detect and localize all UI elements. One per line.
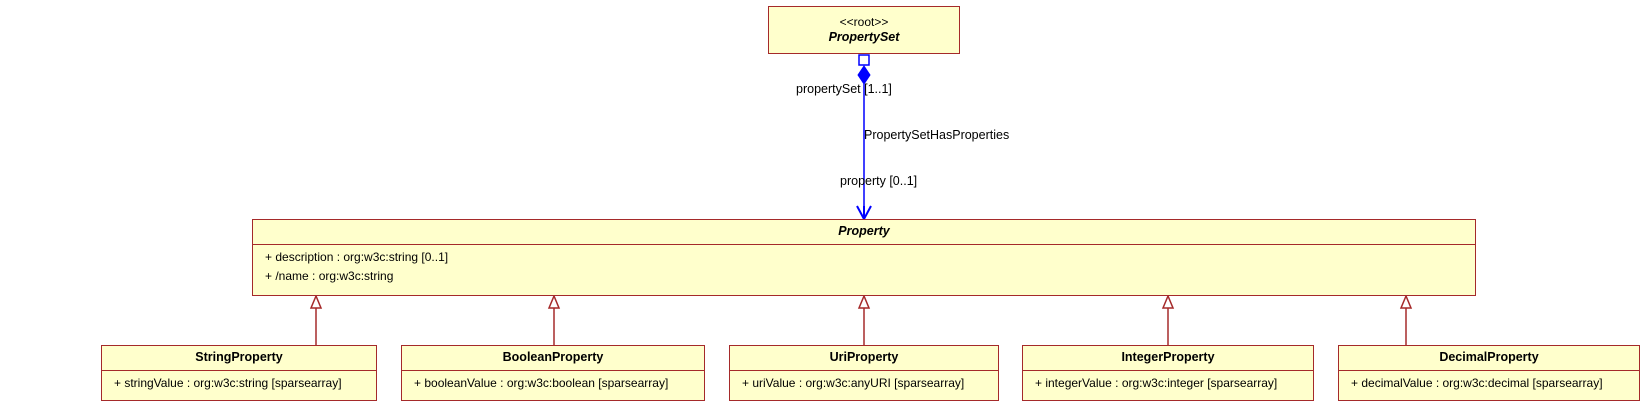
attribute-compartment: + description : org:w3c:string [0..1] + … bbox=[253, 244, 1475, 286]
generalization-triangle-integer bbox=[1161, 294, 1175, 309]
attribute-row: + description : org:w3c:string [0..1] bbox=[265, 250, 449, 264]
class-name: Property bbox=[838, 224, 890, 238]
attribute-compartment: + stringValue : org:w3c:string [sparsear… bbox=[102, 370, 376, 393]
association-port-square bbox=[858, 54, 870, 66]
class-name: IntegerProperty bbox=[1121, 350, 1215, 364]
attribute-row: + /name : org:w3c:string bbox=[265, 269, 394, 283]
class-booleanproperty[interactable]: BooleanProperty + booleanValue : org:w3c… bbox=[401, 345, 705, 401]
class-stringproperty[interactable]: StringProperty + stringValue : org:w3c:s… bbox=[101, 345, 377, 401]
attribute-compartment: + integerValue : org:w3c:integer [sparse… bbox=[1023, 370, 1313, 393]
class-stereotype: <<root>> bbox=[839, 15, 889, 29]
association-name: PropertySetHasProperties bbox=[864, 128, 1010, 142]
attribute-compartment: + booleanValue : org:w3c:boolean [sparse… bbox=[402, 370, 704, 393]
generalization-triangle-decimal bbox=[1399, 294, 1413, 309]
association-target-role: property [0..1] bbox=[840, 174, 918, 188]
generalization-triangle-boolean bbox=[547, 294, 561, 309]
class-name: DecimalProperty bbox=[1439, 350, 1539, 364]
attribute-row: + booleanValue : org:w3c:boolean [sparse… bbox=[414, 376, 669, 390]
class-integerproperty[interactable]: IntegerProperty + integerValue : org:w3c… bbox=[1022, 345, 1314, 401]
class-name: StringProperty bbox=[195, 350, 283, 364]
class-propertyset[interactable]: <<root>> PropertySet bbox=[768, 6, 960, 54]
class-name: PropertySet bbox=[828, 30, 900, 44]
attribute-compartment: + uriValue : org:w3c:anyURI [sparsearray… bbox=[730, 370, 998, 393]
attribute-row: + decimalValue : org:w3c:decimal [sparse… bbox=[1351, 376, 1603, 390]
association-source-role: propertySet [1..1] bbox=[796, 82, 892, 96]
attribute-compartment: + decimalValue : org:w3c:decimal [sparse… bbox=[1339, 370, 1639, 393]
class-name: UriProperty bbox=[829, 350, 899, 364]
class-name: BooleanProperty bbox=[502, 350, 604, 364]
attribute-row: + integerValue : org:w3c:integer [sparse… bbox=[1035, 376, 1278, 390]
attribute-row: + stringValue : org:w3c:string [sparsear… bbox=[114, 376, 342, 390]
class-property[interactable]: Property + description : org:w3c:string … bbox=[252, 219, 1476, 296]
generalization-connectors bbox=[309, 294, 1413, 345]
class-decimalproperty[interactable]: DecimalProperty + decimalValue : org:w3c… bbox=[1338, 345, 1640, 401]
attribute-row: + uriValue : org:w3c:anyURI [sparsearray… bbox=[742, 376, 965, 390]
generalization-triangle-string bbox=[309, 294, 323, 309]
class-uriproperty[interactable]: UriProperty + uriValue : org:w3c:anyURI … bbox=[729, 345, 999, 401]
composition-diamond bbox=[857, 65, 871, 85]
generalization-triangle-uri bbox=[857, 294, 871, 309]
